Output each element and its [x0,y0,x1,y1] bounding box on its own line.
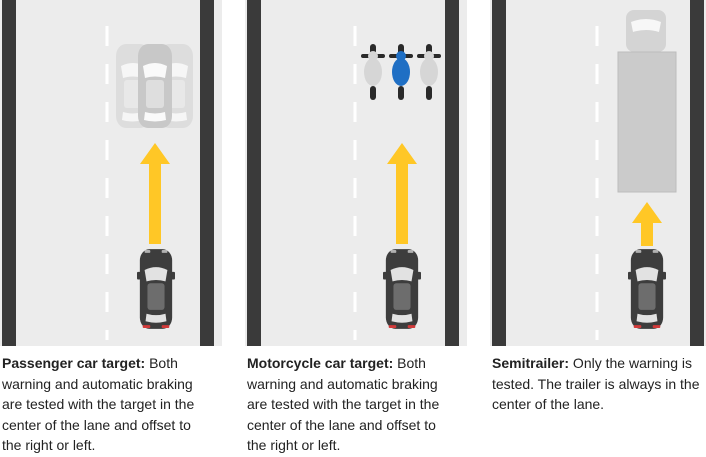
caption-text: Both warning and automatic braking are t… [247,355,440,453]
road-edge-left [2,0,16,346]
semitrailer-cab [626,10,666,52]
approach-arrow [387,143,417,244]
panel-passenger-car: Passenger car target: Both warning and a… [0,0,222,457]
caption-semitrailer: Semitrailer: Only the warning is tested.… [492,353,704,415]
caption-motorcycle: Motorcycle car target: Both warning and … [247,353,459,456]
road-edge-right [690,0,704,346]
caption-text: Only the warning is tested. The trailer … [492,355,700,412]
panel-semitrailer: Semitrailer: Only the warning is tested.… [490,0,706,457]
caption-title: Semitrailer: [492,355,570,371]
test-vehicle [383,249,421,329]
test-vehicle [137,249,175,329]
diagram-semitrailer [490,0,706,346]
test-vehicle [628,249,666,329]
semitrailer-trailer [617,51,677,193]
target-car-center [138,44,172,128]
road-edge-right [200,0,214,346]
road-edge-left [492,0,506,346]
diagram-passenger-car [0,0,222,346]
caption-text: Both warning and automatic braking are t… [2,355,195,453]
caption-title: Motorcycle car target: [247,355,394,371]
approach-arrow [140,143,170,244]
diagram-motorcycle [245,0,467,346]
panel-motorcycle: Motorcycle car target: Both warning and … [245,0,467,457]
approach-arrow [632,202,662,246]
caption-title: Passenger car target: [2,355,146,371]
road-edge-left [247,0,261,346]
road-edge-right [445,0,459,346]
caption-passenger-car: Passenger car target: Both warning and a… [2,353,214,456]
